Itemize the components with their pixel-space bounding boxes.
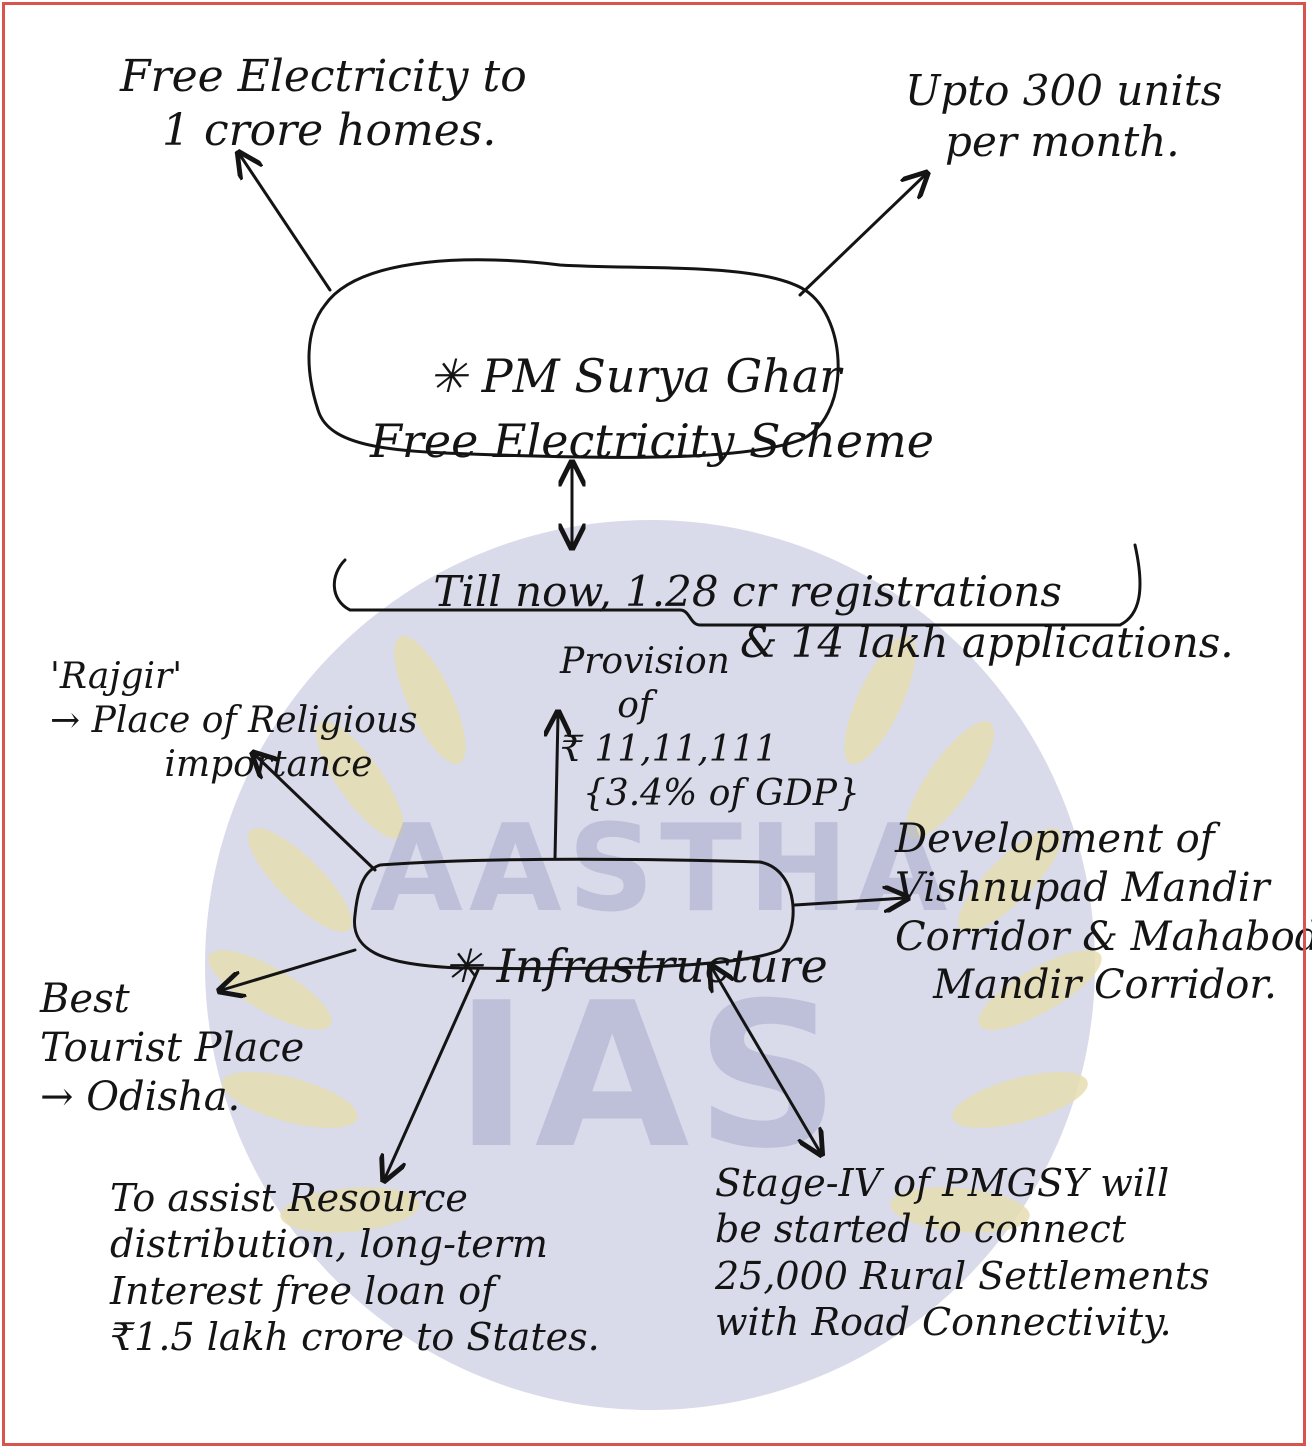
note-loan: To assist Resource distribution, long-te… bbox=[110, 1176, 600, 1360]
sun-icon: ✳ bbox=[428, 349, 468, 404]
registrations-line-2: & 14 lakh applications. bbox=[740, 618, 1234, 668]
central-topic-line-2: Free Electricity Scheme bbox=[370, 413, 934, 468]
sun-icon: ✳ bbox=[443, 939, 483, 993]
registrations-line-1: Till now, 1.28 cr registrations bbox=[433, 567, 1062, 617]
arrow-to-rajgir bbox=[255, 755, 377, 872]
arrow-to-units bbox=[798, 175, 925, 297]
central-topic-line-1: PM Surya Ghar bbox=[481, 349, 842, 404]
arrow-to-tourist bbox=[222, 948, 357, 990]
note-development: Development of Vishnupad Mandir Corridor… bbox=[895, 816, 1312, 1009]
infrastructure-title: ✳ Infrastructure bbox=[385, 885, 828, 1047]
note-units: Upto 300 units per month. bbox=[905, 66, 1223, 167]
note-registrations: Till now, 1.28 cr registrations& 14 lakh… bbox=[380, 515, 1234, 720]
watermark-line-1: AASTHA bbox=[370, 800, 954, 939]
arrow-to-free-electricity bbox=[240, 155, 332, 292]
note-provision: Provision of ₹ 11,11,111 {3.4% of GDP} bbox=[560, 641, 860, 814]
arrow-to-loan bbox=[385, 968, 480, 1178]
arrow-to-provision bbox=[555, 715, 558, 860]
registrations-brace bbox=[332, 543, 1142, 627]
laurel-right-icon bbox=[844, 635, 1102, 1233]
note-free-electricity: Free Electricity to 1 crore homes. bbox=[120, 51, 527, 156]
note-tourist: Best Tourist Place → Odisha. bbox=[40, 976, 305, 1120]
arrow-to-pmgsy bbox=[712, 968, 820, 1152]
note-pmgsy: Stage-IV of PMGSY will be started to con… bbox=[715, 1161, 1210, 1345]
laurel-left-icon bbox=[208, 635, 466, 1233]
arrow-to-development bbox=[793, 898, 905, 905]
note-rajgir: 'Rajgir' → Place of Religious importance bbox=[50, 656, 418, 785]
infrastructure-label: Infrastructure bbox=[496, 939, 828, 993]
central-bubble-shape bbox=[307, 258, 840, 459]
